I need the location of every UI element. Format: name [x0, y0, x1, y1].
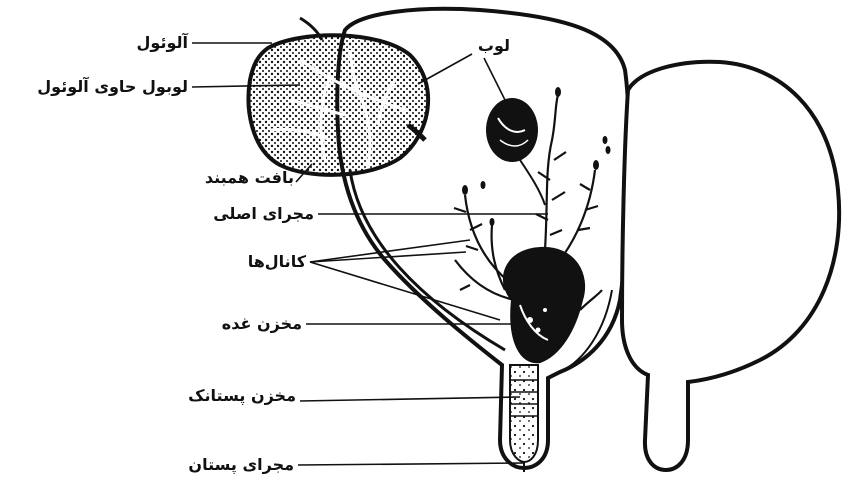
label-lobe: لوب: [478, 36, 510, 56]
label-alveol: آلوئول: [137, 33, 188, 53]
label-teat-canal: مجرای پستان: [188, 455, 294, 475]
leader-teat-cistern: [300, 397, 520, 401]
teat-cistern-shape: [510, 365, 538, 472]
label-lobule: لوبول حاوی آلوئول: [37, 77, 188, 97]
label-gland-cistern: مخزن غده: [222, 314, 302, 334]
leader-teat-canal: [298, 463, 524, 465]
label-canals: کانال‌ها: [248, 252, 306, 272]
label-connective-tissue: بافت همبند: [205, 168, 294, 188]
label-teat-cistern: مخزن پستانک: [188, 386, 296, 406]
right-quarter-outline: [622, 62, 839, 470]
label-main-duct: مجرای اصلی: [213, 204, 314, 224]
